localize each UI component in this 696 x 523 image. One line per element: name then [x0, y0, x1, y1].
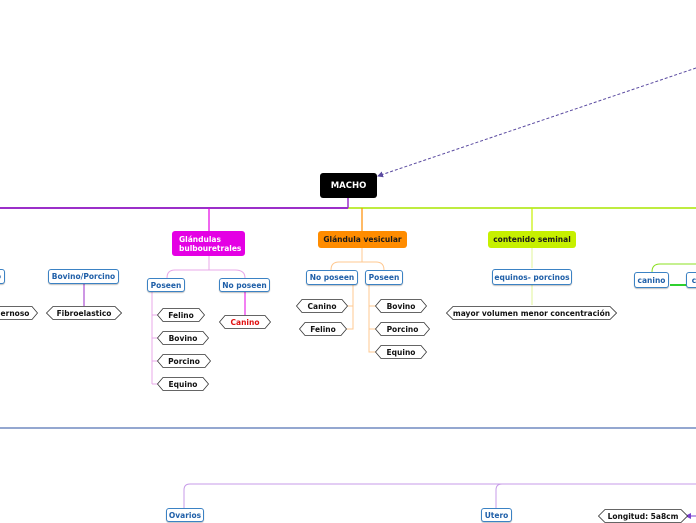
hexagon-shape: [157, 308, 205, 322]
equinos-porcinos-node[interactable]: equinos- porcinos: [492, 269, 572, 285]
bulbo-no-poseen-node[interactable]: No poseen: [219, 278, 270, 292]
seminal-node[interactable]: contenido seminal: [488, 231, 576, 248]
vesicular-bovino-label: Bovino: [386, 301, 416, 311]
vesicular-equino-node[interactable]: Equino: [375, 345, 427, 359]
hexagon-shape: [375, 345, 427, 359]
right-canino-node[interactable]: canino: [634, 272, 669, 288]
hexagon-shape: [157, 354, 211, 368]
vesicular-canino-node[interactable]: Canino: [296, 299, 348, 313]
bulbo-felino-node[interactable]: Felino: [157, 308, 205, 322]
vesicular-felino-node[interactable]: Felino: [299, 322, 347, 336]
vesicular-bovino-node[interactable]: Bovino: [375, 299, 427, 313]
hexagon-shape: [299, 322, 347, 336]
bulbo-poseen-node[interactable]: Poseen: [147, 278, 185, 292]
longitud-node[interactable]: Longitud: 5a8cm: [598, 509, 688, 523]
vesicular-no-poseen-node[interactable]: No poseen: [306, 270, 358, 285]
hexagon-shape: [296, 299, 348, 313]
hexagon-shape: [157, 377, 209, 391]
seminal-detail-label: mayor volumen menor concentración: [452, 308, 611, 318]
bovino-porcino-node[interactable]: Bovino/Porcino: [48, 269, 119, 284]
hexagon-shape: [375, 299, 427, 313]
vesicular-equino-label: Equino: [386, 347, 416, 357]
bulbo-porcino-label: Porcino: [168, 356, 200, 366]
bulbo-equino-label: Equino: [168, 379, 198, 389]
vesicular-porcino-label: Porcino: [386, 324, 419, 334]
hexagon-shape: [46, 306, 122, 320]
hexagon-shape: [446, 306, 617, 320]
longitud-label: Longitud: 5a8cm: [607, 511, 679, 521]
bulbouretrales-node[interactable]: Glándulas bulbouretrales: [172, 231, 245, 256]
fibroelastico-label: Fibroelastico: [56, 308, 112, 318]
bulbo-canino-label: Canino: [230, 317, 260, 327]
vesicular-canino-label: Canino: [307, 301, 337, 311]
bulbo-equino-node[interactable]: Equino: [157, 377, 209, 391]
vesicular-poseen-node[interactable]: Poseen: [365, 270, 403, 285]
bulbo-porcino-node[interactable]: Porcino: [157, 354, 211, 368]
bulbo-bovino-node[interactable]: Bovino: [157, 331, 209, 345]
bulbo-bovino-label: Bovino: [168, 333, 198, 343]
cavernoso-node[interactable]: ernoso: [0, 306, 38, 320]
hexagon-shape: [157, 331, 209, 345]
bulbo-felino-label: Felino: [168, 310, 194, 320]
seminal-detail-node[interactable]: mayor volumen menor concentración: [446, 306, 617, 320]
right-cut-node[interactable]: c: [686, 272, 696, 288]
vesicular-felino-label: Felino: [310, 324, 336, 334]
hexagon-shape: [375, 322, 430, 336]
vesicular-porcino-node[interactable]: Porcino: [375, 322, 430, 336]
fibroelastico-node[interactable]: Fibroelastico: [46, 306, 122, 320]
bulbo-canino-node[interactable]: Canino: [219, 315, 271, 329]
hexagon-shape: [219, 315, 271, 329]
root-node-macho[interactable]: MACHO: [320, 173, 377, 198]
hexagon-shape: [0, 306, 38, 320]
left-cut-node[interactable]: o: [0, 269, 5, 284]
vesicular-node[interactable]: Glándula vesicular: [318, 231, 407, 248]
cavernoso-label: ernoso: [0, 308, 30, 318]
